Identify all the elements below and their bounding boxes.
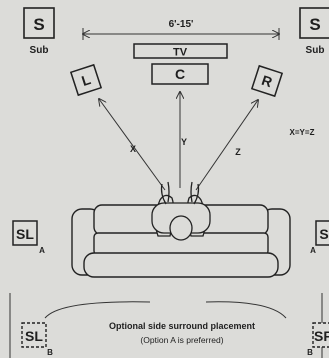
surround-right-a-suffix: A bbox=[310, 246, 316, 255]
surround-left-b: SL B bbox=[21, 322, 53, 357]
tv-label: TV bbox=[173, 47, 188, 59]
right-speaker-letter: R bbox=[260, 72, 275, 90]
subwoofer-left-caption: Sub bbox=[30, 45, 49, 56]
surround-left-a-suffix: A bbox=[39, 246, 45, 255]
surround-right-b-letter: SF bbox=[314, 328, 329, 344]
side-surround-subtitle: (Option A is preferred) bbox=[140, 335, 223, 345]
surround-right-a: S A bbox=[310, 220, 329, 255]
surround-right-b: SF B bbox=[307, 322, 329, 357]
subwoofer-right: S Sub bbox=[299, 7, 329, 56]
side-surround-title: Optional side surround placement bbox=[109, 321, 255, 331]
distance-lines: X Y Z X=Y=Z bbox=[99, 92, 315, 191]
distance-z-label: Z bbox=[235, 147, 241, 157]
surround-right-b-suffix: B bbox=[307, 348, 313, 357]
subwoofer-left-letter: S bbox=[33, 15, 44, 34]
center-speaker-letter: C bbox=[175, 66, 185, 82]
center-speaker: C bbox=[151, 63, 209, 85]
subwoofer-left: S Sub bbox=[23, 7, 55, 56]
subwoofer-right-caption: Sub bbox=[306, 45, 325, 56]
right-speaker: R bbox=[250, 64, 284, 98]
distance-y-label: Y bbox=[181, 137, 187, 147]
surround-left-b-letter: SL bbox=[25, 328, 43, 344]
surround-left-b-suffix: B bbox=[47, 348, 53, 357]
tv: TV bbox=[133, 43, 228, 59]
surround-left-a-letter: SL bbox=[16, 226, 34, 242]
seated-listener bbox=[151, 181, 211, 241]
left-speaker: L bbox=[69, 63, 103, 97]
surround-right-a-letter: S bbox=[319, 226, 328, 242]
dimension-label: 6'-15' bbox=[169, 19, 194, 30]
distance-equation: X=Y=Z bbox=[290, 128, 315, 137]
distance-x-label: X bbox=[130, 144, 136, 154]
subwoofer-right-letter: S bbox=[309, 15, 320, 34]
width-dimension: 6'-15' bbox=[83, 19, 279, 40]
surround-left-a: SL A bbox=[12, 220, 45, 255]
